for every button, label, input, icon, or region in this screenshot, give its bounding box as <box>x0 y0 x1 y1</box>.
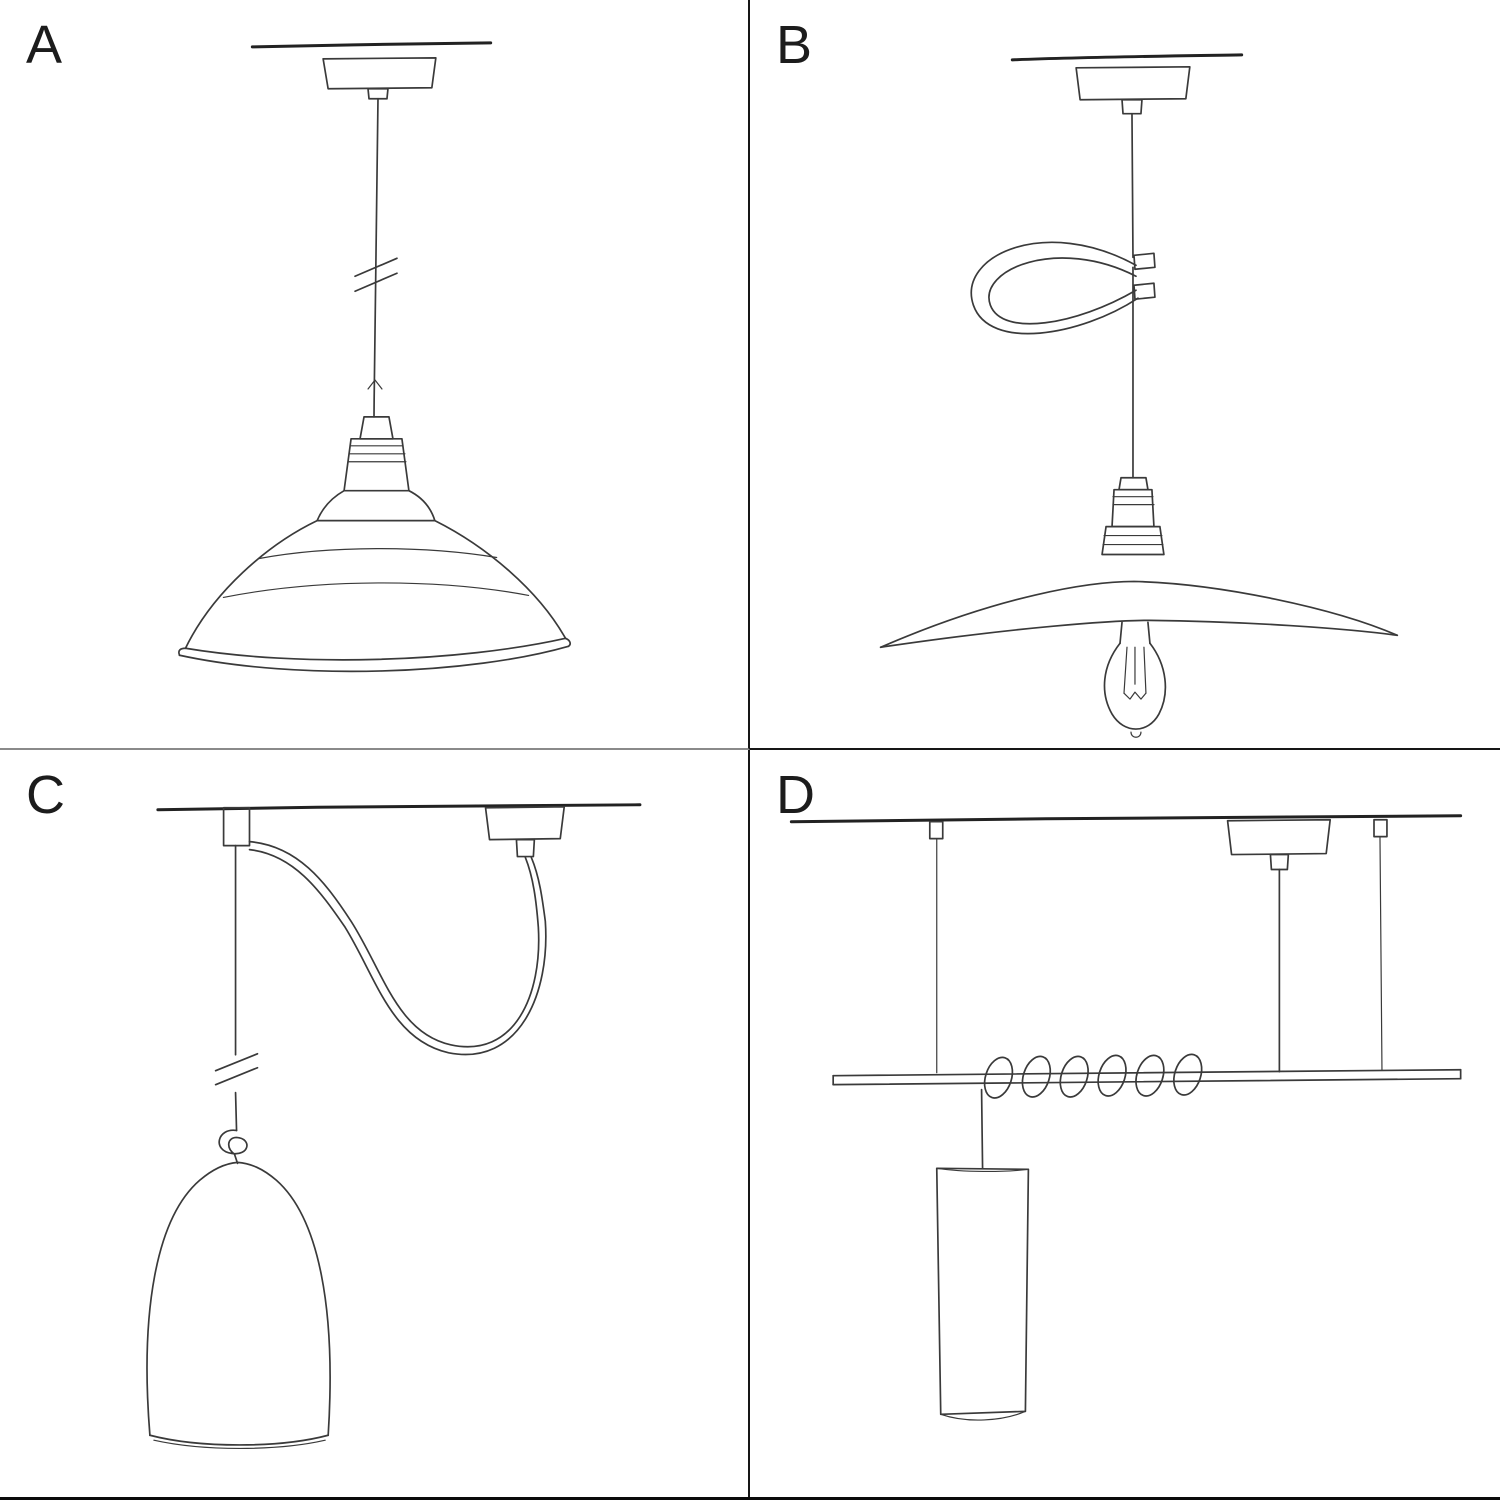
ceiling-rose <box>1226 818 1332 1073</box>
panel-c-label: C <box>26 765 66 825</box>
light-bulb <box>1103 621 1167 738</box>
pendant-cable <box>1131 112 1134 479</box>
panel-d: D <box>750 750 1500 1497</box>
lamp-holder <box>1101 476 1165 556</box>
suspended-bar-coiled-cord-cylinder-pendant-icon <box>789 814 1463 1421</box>
industrial-bowl-shade <box>178 519 571 673</box>
swag-cable <box>248 840 547 1056</box>
ceiling-line <box>1010 53 1244 62</box>
drop-cable <box>214 844 259 1132</box>
ceiling-rose <box>322 56 437 100</box>
panel-c: C <box>0 750 750 1497</box>
left-hanger-wire <box>928 820 944 1074</box>
right-hanger-wire <box>1373 818 1388 1071</box>
panel-a-label: A <box>26 15 64 75</box>
ceiling-line <box>250 41 493 49</box>
ceiling-rose <box>1075 65 1191 115</box>
flat-plate-shade <box>879 580 1399 649</box>
cable-knot <box>218 1129 248 1165</box>
lamp-holder <box>316 416 436 522</box>
drop-cable <box>980 1088 984 1170</box>
coiled-cord <box>983 1053 1203 1099</box>
suspension-bar <box>832 1068 1462 1086</box>
panel-d-label: D <box>776 765 816 825</box>
swag-pendant-bell-shade-icon <box>146 803 642 1450</box>
pendant-tension-loop-plate-shade-bulb-icon <box>879 53 1399 738</box>
pendant-straight-cord-industrial-shade-icon <box>178 41 571 673</box>
bell-dome-shade <box>146 1161 331 1450</box>
panel-b: B <box>750 0 1500 750</box>
ceiling-rose <box>484 805 566 858</box>
tension-spring-loop <box>970 241 1156 335</box>
panel-b-label: B <box>776 15 814 75</box>
cylinder-pendant-shade <box>935 1167 1030 1421</box>
panel-a: A <box>0 0 750 750</box>
ceiling-line <box>789 814 1463 824</box>
pendant-cable <box>354 97 398 418</box>
ceiling-hook <box>222 806 251 847</box>
